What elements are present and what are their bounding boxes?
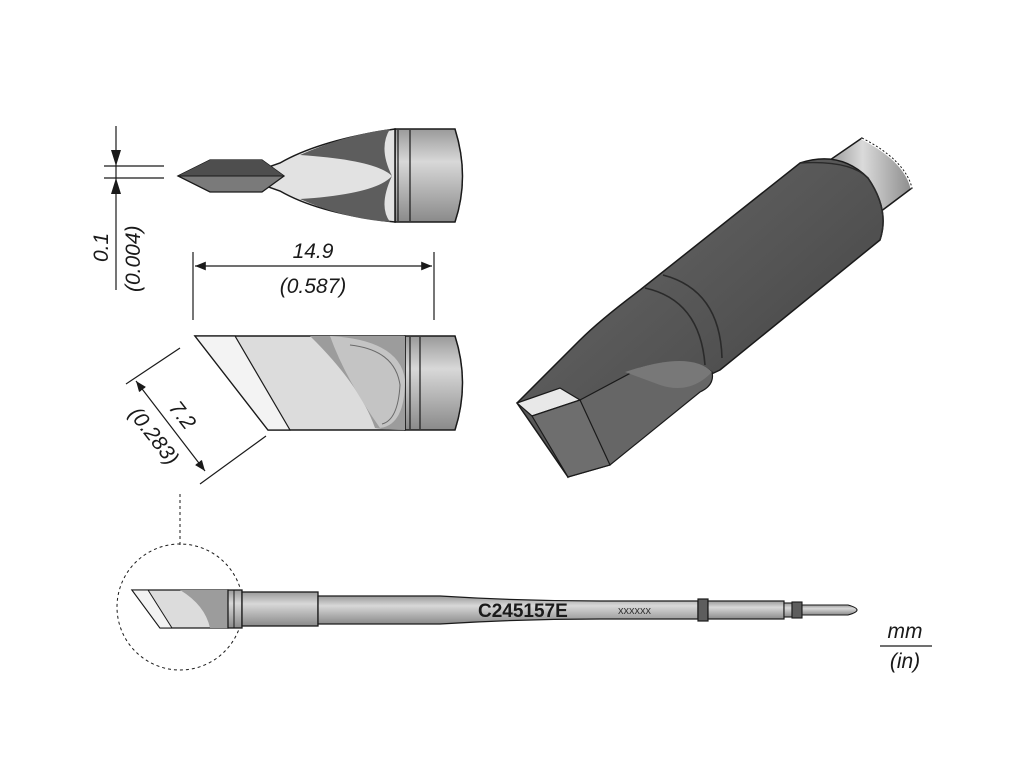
length-mm-label: 14.9 [293, 240, 334, 263]
tip-top-shank [394, 128, 464, 223]
length-dimension: 14.9 (0.587) [192, 240, 435, 320]
thickness-dimension: 0.1 (0.004) [90, 126, 164, 292]
units-legend: mm (in) [880, 620, 932, 673]
cartridge-full-view: C245157E xxxxxx [116, 494, 858, 671]
tip-side-view [193, 335, 464, 431]
thickness-in-label: (0.004) [122, 225, 145, 292]
length-in-label: (0.587) [280, 275, 347, 298]
part-number-label: C245157E [478, 601, 568, 622]
unit-in-label: (in) [890, 650, 920, 673]
tip-top-view [176, 128, 464, 223]
width-mm-label: 7.2 [164, 397, 200, 434]
tip-3d-view [515, 136, 914, 479]
unit-mm-label: mm [888, 620, 923, 643]
thickness-mm-label: 0.1 [90, 233, 113, 262]
batch-code-label: xxxxxx [618, 605, 652, 617]
